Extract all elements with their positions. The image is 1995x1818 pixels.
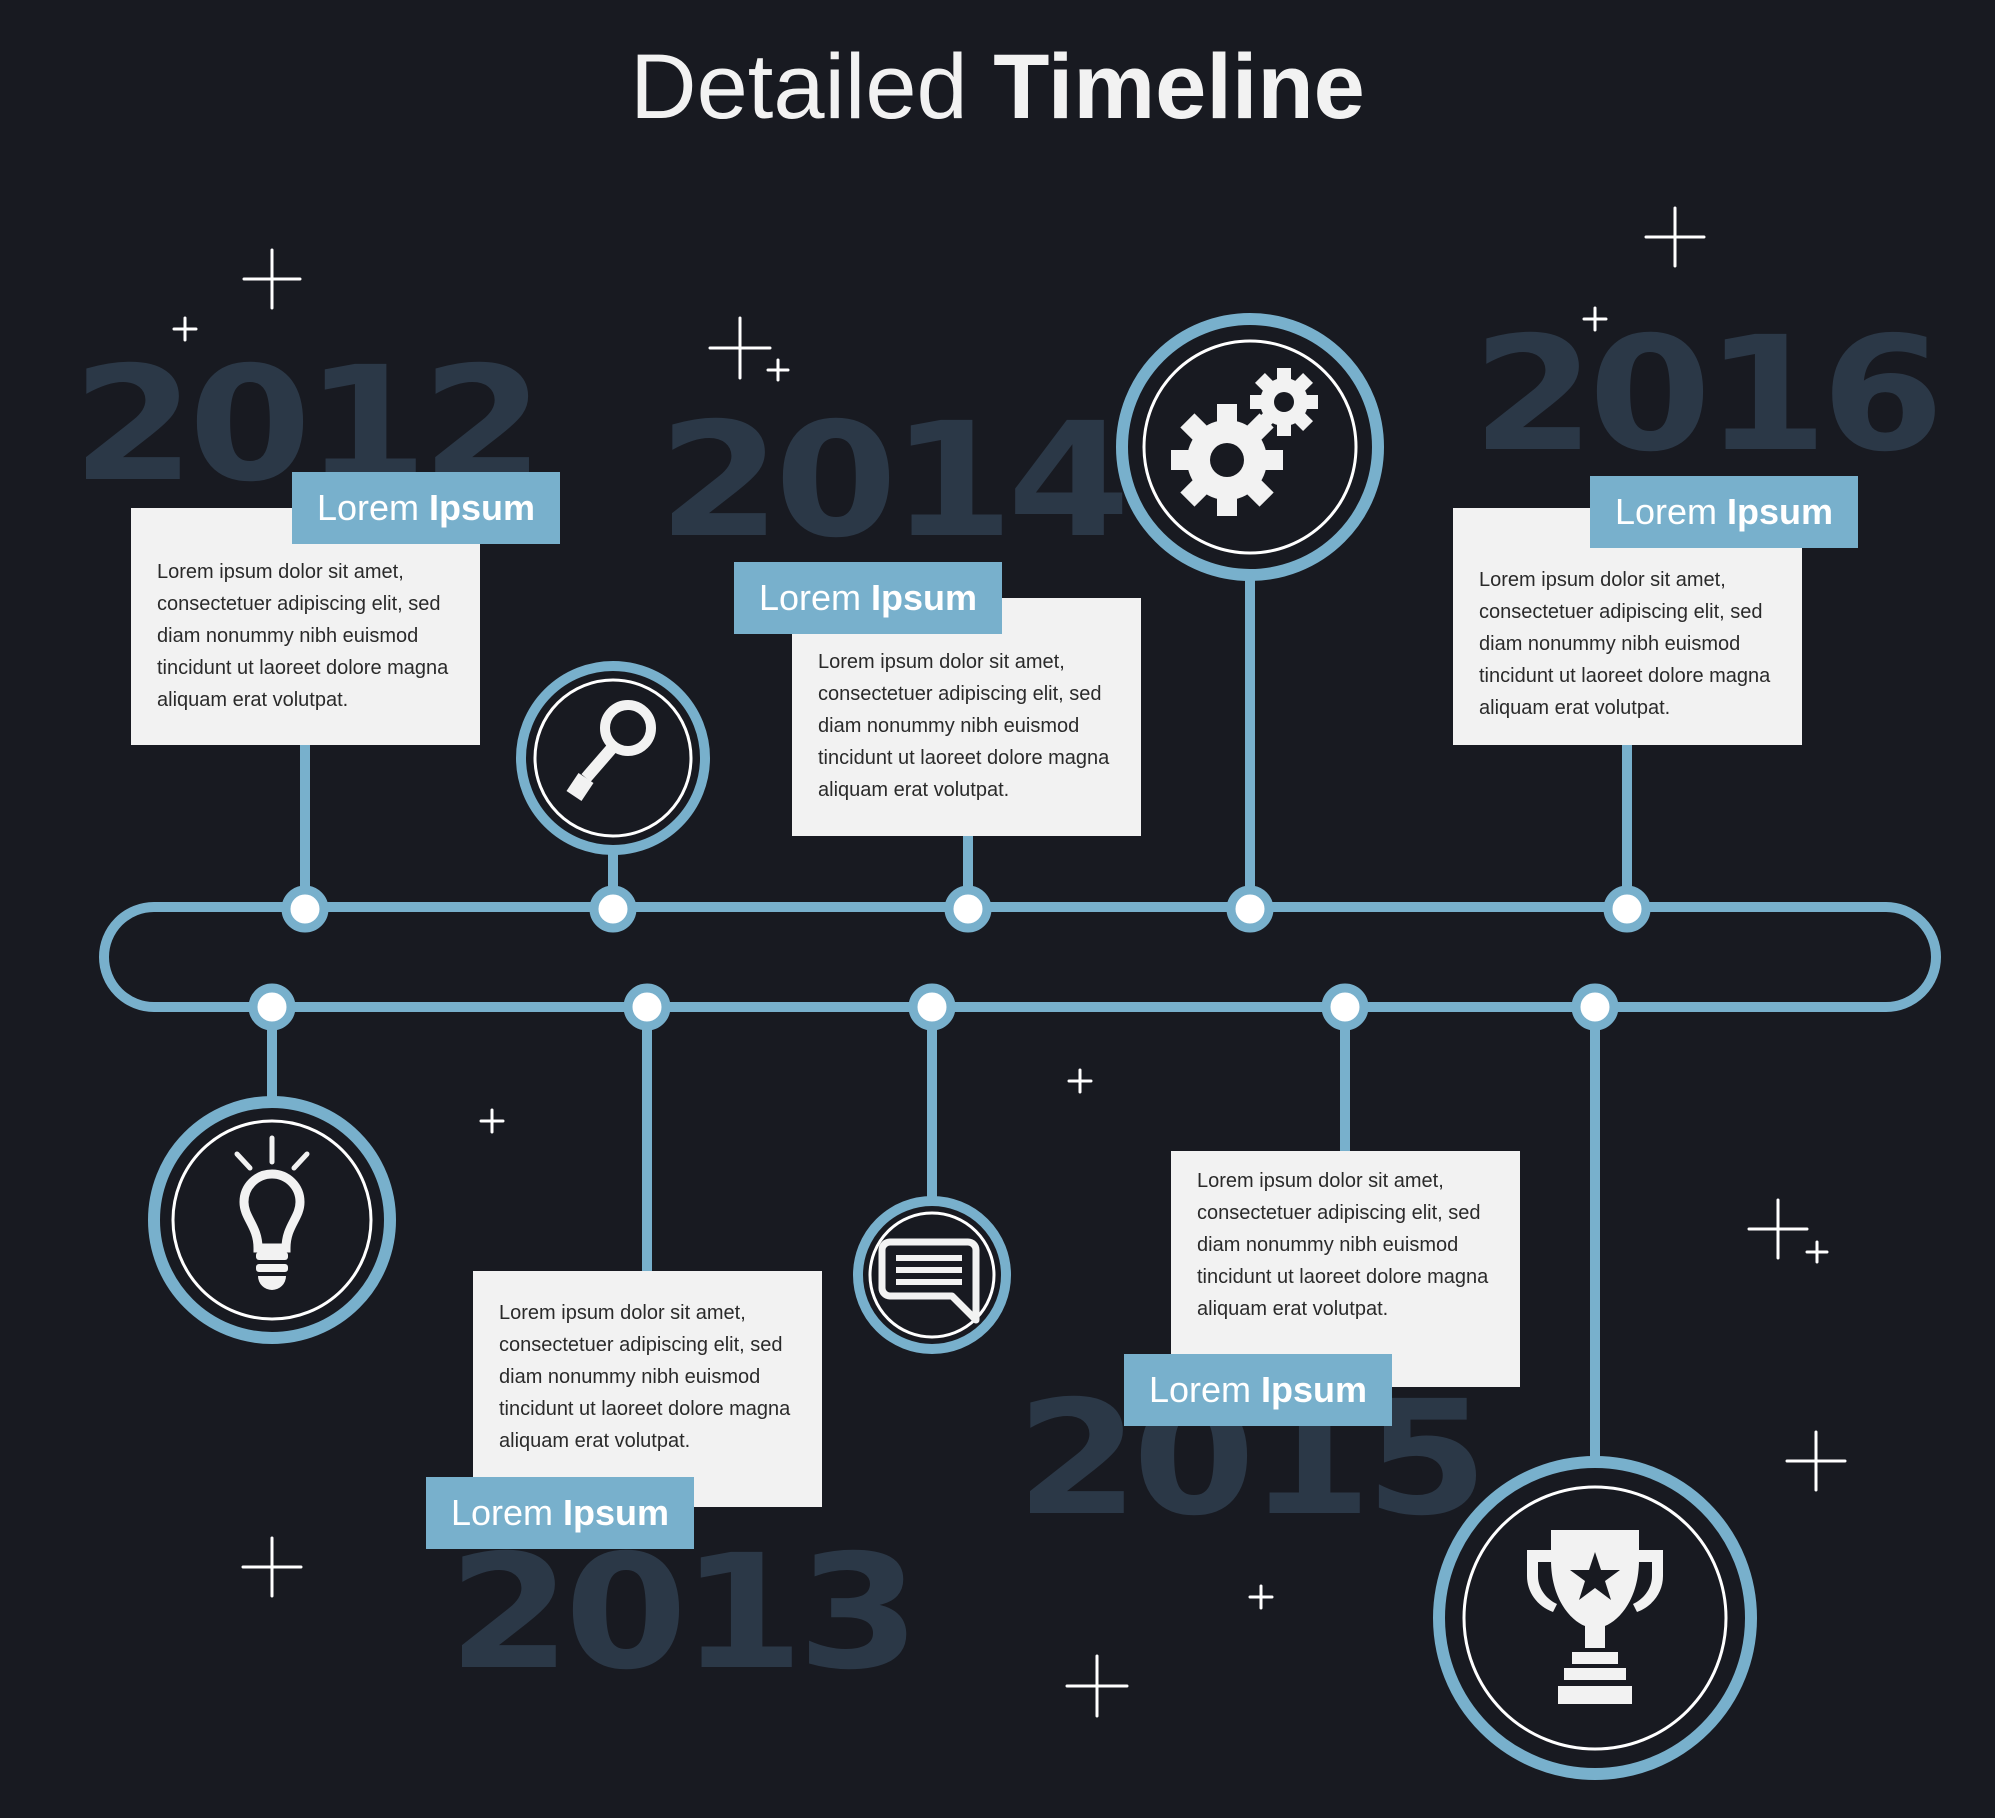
gears-icon bbox=[1116, 313, 1384, 581]
trophy-icon bbox=[1433, 1456, 1757, 1780]
milestone-label-2012: Lorem Ipsum bbox=[292, 472, 560, 544]
speech-bubble-icon bbox=[853, 1196, 1011, 1354]
top-nodes bbox=[281, 885, 1651, 933]
search-icon bbox=[516, 661, 710, 855]
card-text: Lorem ipsum dolor sit amet, consectetuer… bbox=[818, 651, 1110, 801]
label-bold: Ipsum bbox=[563, 1492, 670, 1533]
node bbox=[589, 885, 637, 933]
milestone-card-2015: Lorem ipsum dolor sit amet, consectetuer… bbox=[1171, 1151, 1520, 1387]
milestone-label-2014: Lorem Ipsum bbox=[734, 562, 1002, 634]
year-2013: 2013 bbox=[448, 1521, 920, 1705]
label-light: Lorem bbox=[450, 1492, 564, 1533]
label-light: Lorem bbox=[1614, 491, 1728, 532]
bottom-nodes bbox=[248, 983, 1619, 1031]
node bbox=[908, 983, 956, 1031]
sparkles bbox=[172, 206, 1847, 1718]
label-light: Lorem bbox=[758, 577, 872, 618]
title-light: Detailed bbox=[630, 36, 994, 138]
card-text: Lorem ipsum dolor sit amet, consectetuer… bbox=[157, 561, 449, 711]
card-text: Lorem ipsum dolor sit amet, consectetuer… bbox=[1479, 569, 1771, 719]
year-2014: 2014 bbox=[658, 389, 1130, 573]
label-bold: Ipsum bbox=[1727, 491, 1834, 532]
label-bold: Ipsum bbox=[871, 577, 978, 618]
timeline-track bbox=[99, 902, 1941, 1012]
label-bold: Ipsum bbox=[1261, 1369, 1368, 1410]
bottom-connectors bbox=[267, 1007, 1600, 1458]
milestone-label-2016: Lorem Ipsum bbox=[1590, 476, 1858, 548]
node bbox=[1603, 885, 1651, 933]
milestone-label-2013: Lorem Ipsum bbox=[426, 1477, 694, 1549]
label-light: Lorem bbox=[1148, 1369, 1262, 1410]
node bbox=[1321, 983, 1369, 1031]
label-bold: Ipsum bbox=[429, 487, 536, 528]
lightbulb-icon bbox=[148, 1096, 396, 1344]
node bbox=[944, 885, 992, 933]
year-2016: 2016 bbox=[1472, 303, 1944, 487]
milestone-card-2014: Lorem ipsum dolor sit amet, consectetuer… bbox=[792, 598, 1141, 836]
milestone-card-2013: Lorem ipsum dolor sit amet, consectetuer… bbox=[473, 1271, 822, 1507]
label-light: Lorem bbox=[316, 487, 430, 528]
top-connectors bbox=[300, 575, 1632, 907]
node bbox=[1571, 983, 1619, 1031]
node bbox=[281, 885, 329, 933]
node bbox=[248, 983, 296, 1031]
milestone-card-2012: Lorem ipsum dolor sit amet, consectetuer… bbox=[131, 508, 480, 745]
node bbox=[1226, 885, 1274, 933]
milestone-label-2015: Lorem Ipsum bbox=[1124, 1354, 1392, 1426]
node bbox=[623, 983, 671, 1031]
title-bold: Timeline bbox=[993, 36, 1365, 138]
card-text: Lorem ipsum dolor sit amet, consectetuer… bbox=[1197, 1170, 1489, 1320]
card-text: Lorem ipsum dolor sit amet, consectetuer… bbox=[499, 1302, 791, 1452]
page-title: Detailed Timeline bbox=[0, 32, 1995, 142]
